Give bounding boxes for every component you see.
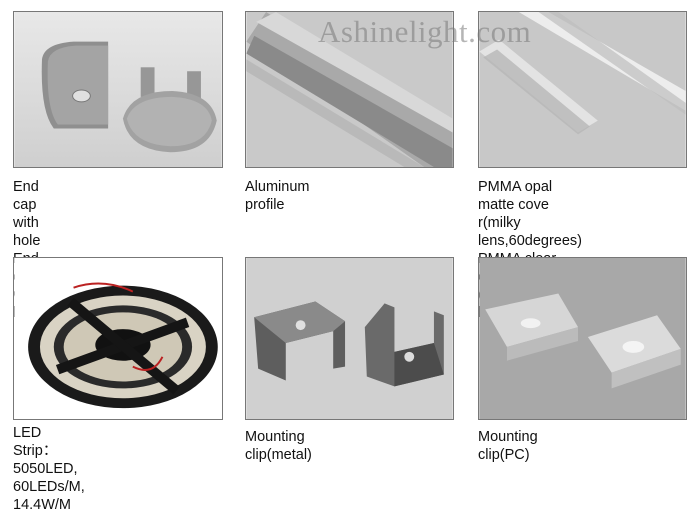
pc-clips-illustration — [479, 258, 686, 419]
metal-clips-image — [245, 257, 454, 420]
led-strip-caption: LED Strip：5050LED, 60LEDs/M, 14.4W/M — [13, 425, 85, 513]
pc-clips-image — [478, 257, 687, 420]
pmma-covers-illustration — [479, 12, 686, 167]
metal-clips-caption: Mounting clip(metal) — [245, 429, 312, 463]
pmma-covers-image — [478, 11, 687, 168]
metal-clips-illustration — [246, 258, 453, 419]
aluminum-profile-caption: Aluminum profile — [245, 179, 310, 213]
aluminum-profile-illustration — [246, 12, 453, 167]
led-strip-image — [13, 257, 223, 420]
end-caps-image — [13, 11, 223, 168]
end-caps-illustration — [14, 12, 222, 167]
led-strip-illustration — [14, 258, 222, 419]
aluminum-profile-image — [245, 11, 454, 168]
pc-clips-caption: Mounting clip(PC) — [478, 429, 538, 463]
